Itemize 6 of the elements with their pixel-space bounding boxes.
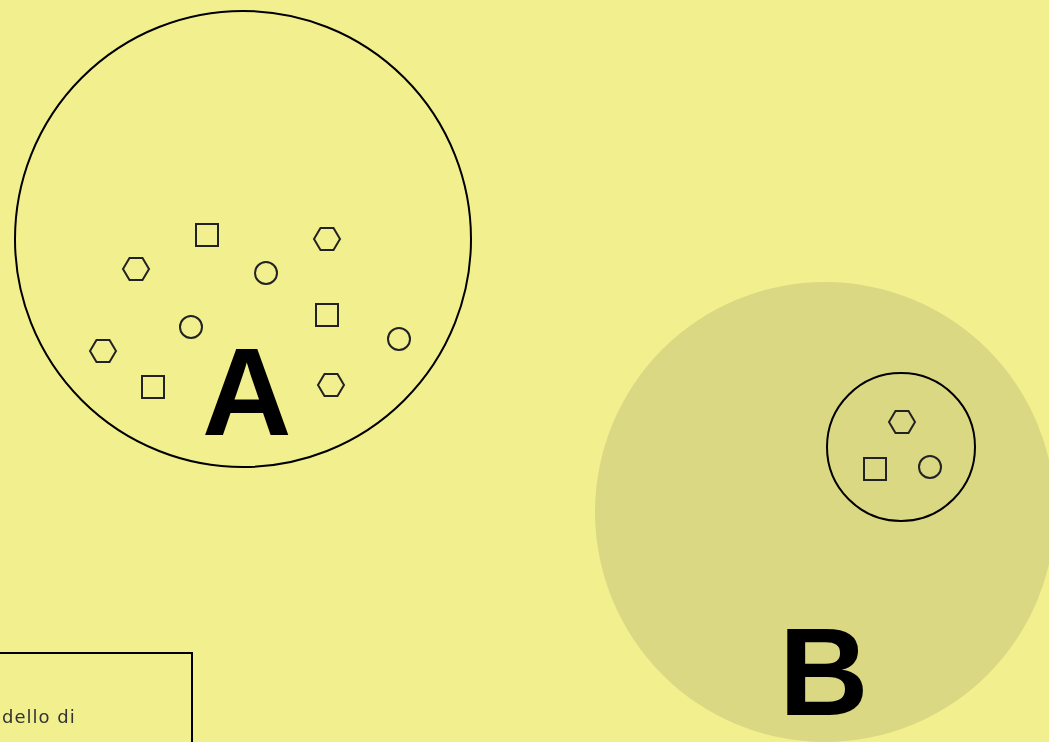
- region-letter: A: [202, 330, 292, 454]
- box-text: dello di: [2, 706, 76, 727]
- circle-outline: [826, 372, 976, 522]
- circle-outline: [14, 10, 472, 468]
- region-letter: B: [779, 610, 869, 734]
- text-box: [0, 652, 193, 742]
